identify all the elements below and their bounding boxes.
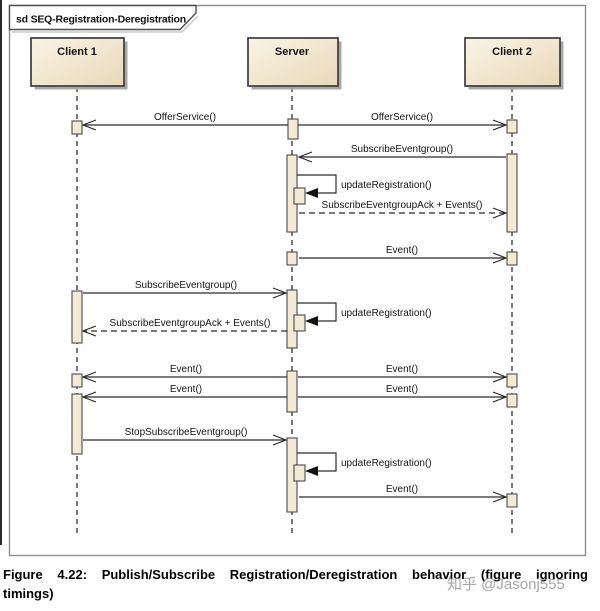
activation-bar <box>506 153 518 233</box>
message-label: OfferService() <box>371 112 433 123</box>
message-label: Event() <box>170 364 202 375</box>
nested-activation-bar <box>293 464 306 482</box>
message-event-to-client1-2: Event() <box>81 384 287 403</box>
figure-caption: Figure 4.22: Publish/Subscribe Registrat… <box>3 567 588 602</box>
activation-bar <box>286 251 298 266</box>
lifeline-head-server: Server <box>247 37 342 90</box>
activations <box>71 118 518 513</box>
message-offerservice-to-client1: OfferService() <box>81 112 288 131</box>
message-label: SubscribeEventgroup() <box>351 144 453 155</box>
message-event-to-client2-4: Event() <box>299 484 508 503</box>
message-subscribeack-to-client2: SubscribeEventgroupAck + Events() <box>299 200 508 219</box>
activation-bar <box>506 393 518 408</box>
message-updateregistration-self-2: updateRegistration() <box>297 302 432 326</box>
message-label: SubscribeEventgroupAck + Events() <box>322 200 483 211</box>
lifeline-name: Client 1 <box>57 46 97 58</box>
open-arrowhead-icon <box>492 252 508 264</box>
message-label: SubscribeEventgroupAck + Events() <box>110 318 271 329</box>
self-message-line <box>297 302 337 322</box>
activation-bar <box>71 373 83 388</box>
message-label: Event() <box>386 384 418 395</box>
message-offerservice-to-client2: OfferService() <box>298 112 508 131</box>
open-arrowhead-icon <box>492 119 508 131</box>
activation-bar <box>506 251 518 266</box>
head-box <box>464 37 561 87</box>
open-arrowhead-icon <box>492 391 508 403</box>
caption-line-1: Figure 4.22: Publish/Subscribe Registrat… <box>3 567 588 582</box>
message-event-to-client2-3: Event() <box>298 384 508 403</box>
message-stopsubscribe-from-client1: StopSubscribeEventgroup() <box>83 427 288 446</box>
activation-bar <box>287 118 299 140</box>
activation-bar <box>71 290 83 344</box>
open-arrowhead-icon <box>492 207 508 219</box>
message-label: Event() <box>170 384 202 395</box>
messages: OfferService() OfferService() SubscribeE… <box>81 112 508 503</box>
watermark: 知乎 @Jasonj555 <box>447 576 565 593</box>
message-subscribeack-to-client1: SubscribeEventgroupAck + Events() <box>81 318 287 337</box>
activation-bar <box>506 373 518 388</box>
nested-activation-bar <box>293 187 306 205</box>
message-label: OfferService() <box>154 112 216 123</box>
message-event-to-client2-2: Event() <box>298 364 508 383</box>
lifeline-head-client2: Client 2 <box>464 37 564 90</box>
activation-bar <box>286 370 298 413</box>
page-edge-line <box>0 0 2 545</box>
message-subscribeeventgroup-from-client1: SubscribeEventgroup() <box>83 280 288 299</box>
open-arrowhead-icon <box>81 325 97 337</box>
activation-bar <box>506 119 518 134</box>
message-label: updateRegistration() <box>341 458 432 469</box>
activation-bar <box>71 393 83 455</box>
lifeline-head-client1: Client 1 <box>30 37 128 90</box>
message-label: Event() <box>386 484 418 495</box>
activation-bar <box>71 120 83 135</box>
message-label: Event() <box>386 245 418 256</box>
open-arrowhead-icon <box>81 371 97 383</box>
open-arrowhead-icon <box>81 119 97 131</box>
open-arrowhead-icon <box>492 371 508 383</box>
nested-activation-bar <box>293 314 306 332</box>
message-label: StopSubscribeEventgroup() <box>125 427 248 438</box>
message-subscribeeventgroup-from-client2: SubscribeEventgroup() <box>297 144 506 163</box>
message-label: updateRegistration() <box>341 308 432 319</box>
message-label: updateRegistration() <box>341 180 432 191</box>
activation-bar <box>506 493 518 508</box>
message-label: Event() <box>386 364 418 375</box>
message-event-to-client1-1: Event() <box>81 364 287 383</box>
lifeline-name: Server <box>275 46 310 58</box>
filled-arrowhead-icon <box>305 466 318 476</box>
message-updateregistration-self-1: updateRegistration() <box>297 174 432 198</box>
message-event-to-client2-1: Event() <box>299 245 508 264</box>
head-box <box>30 37 125 87</box>
frame-title: sd SEQ-Registration-Deregistration <box>16 14 186 26</box>
filled-arrowhead-icon <box>305 188 318 198</box>
open-arrowhead-icon <box>81 391 97 403</box>
sequence-diagram-canvas: sd SEQ-Registration-Deregistration Clien… <box>8 4 587 557</box>
frame-tab-shadow <box>12 15 199 33</box>
head-box <box>247 37 339 87</box>
open-arrowhead-icon <box>272 434 288 446</box>
lifeline-name: Client 2 <box>492 46 532 58</box>
self-message-line <box>297 174 337 194</box>
filled-arrowhead-icon <box>305 316 318 326</box>
open-arrowhead-icon <box>492 491 508 503</box>
open-arrowhead-icon <box>297 151 313 163</box>
self-message-line <box>297 452 337 472</box>
caption-line-2: timings) <box>3 586 54 601</box>
frame-tab <box>8 4 197 31</box>
message-label: SubscribeEventgroup() <box>135 280 237 291</box>
message-updateregistration-self-3: updateRegistration() <box>297 452 432 476</box>
open-arrowhead-icon <box>272 287 288 299</box>
